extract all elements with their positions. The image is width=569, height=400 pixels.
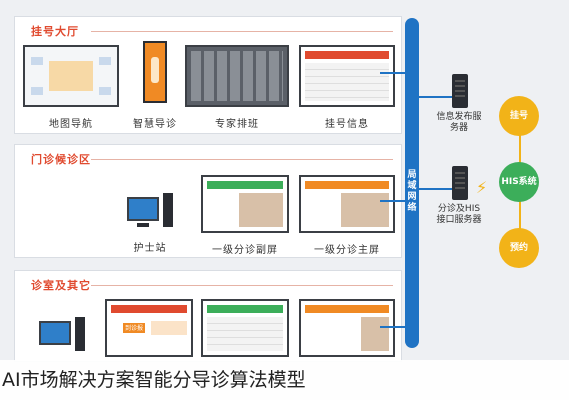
connector-line	[380, 72, 406, 74]
device-label: 一级分诊主屏	[314, 245, 380, 256]
device-triage-sub-screen: 一级分诊副屏	[201, 175, 289, 256]
device-nurse-station: 护士站	[123, 189, 177, 254]
section-title: 挂号大厅	[31, 25, 79, 38]
device-label: 挂号信息	[325, 119, 369, 130]
device-expert-schedule: 专家排班	[185, 45, 289, 130]
device-label: 护士站	[133, 243, 167, 254]
pickup-screen	[201, 299, 289, 357]
lightning-icon: ⚡	[476, 178, 488, 197]
publishing-server-label: 信息发布服务器	[436, 112, 482, 133]
triage-server-label: 分诊及HIS接口服务器	[436, 204, 482, 225]
device-secondary-triage	[299, 299, 395, 359]
connector-line	[380, 200, 406, 202]
device-smart-guide: 智慧导诊	[133, 41, 177, 130]
device-map-navigation: 地图导航	[23, 45, 119, 130]
section-divider	[91, 285, 393, 286]
section-title: 诊室及其它	[31, 279, 91, 292]
kiosk-screen	[143, 41, 167, 103]
section-divider	[91, 31, 393, 32]
registration-screen	[299, 45, 395, 107]
caption: AI市场解决方案智能分导诊算法模型	[0, 360, 569, 400]
device-doctor-workstation	[35, 315, 89, 359]
section-clinic-rooms: 诊室及其它 到诊报	[14, 270, 402, 362]
device-triage-main-screen: 一级分诊主屏	[299, 175, 395, 256]
connector-line	[419, 188, 455, 190]
lan-bus	[405, 18, 419, 348]
device-pharmacy: 到诊报	[105, 299, 193, 359]
sub-screen	[201, 175, 289, 233]
map-screen	[23, 45, 119, 107]
device-label: 专家排班	[215, 119, 259, 130]
connector-line	[380, 326, 406, 328]
device-label: 地图导航	[49, 119, 93, 130]
pharmacy-screen: 到诊报	[105, 299, 193, 357]
schedule-wall	[185, 45, 289, 107]
lan-bus-label: 局域网络	[407, 170, 417, 213]
section-title: 门诊候诊区	[31, 153, 91, 166]
his-system-circle: HIS系统	[499, 162, 539, 202]
device-registration-info: 挂号信息	[299, 45, 395, 130]
section-divider	[91, 159, 393, 160]
main-screen	[299, 175, 395, 233]
device-label: 智慧导诊	[133, 119, 177, 130]
device-pickup	[201, 299, 289, 359]
triage-server-icon	[452, 166, 468, 200]
section-registration-hall: 挂号大厅 地图导航 智慧导诊 专家排班	[14, 16, 402, 134]
orange-status-button: 到诊报	[123, 323, 145, 333]
appointment-circle: 预约	[499, 228, 539, 268]
connector-line	[419, 96, 455, 98]
monitor	[39, 321, 71, 345]
monitor	[127, 197, 159, 221]
publishing-server-icon	[452, 74, 468, 108]
registration-circle: 挂号	[499, 96, 539, 136]
device-label: 一级分诊副屏	[212, 245, 278, 256]
secondary-screen	[299, 299, 395, 357]
section-waiting-area: 门诊候诊区 护士站 一级分诊副屏 一级分诊主屏	[14, 144, 402, 258]
